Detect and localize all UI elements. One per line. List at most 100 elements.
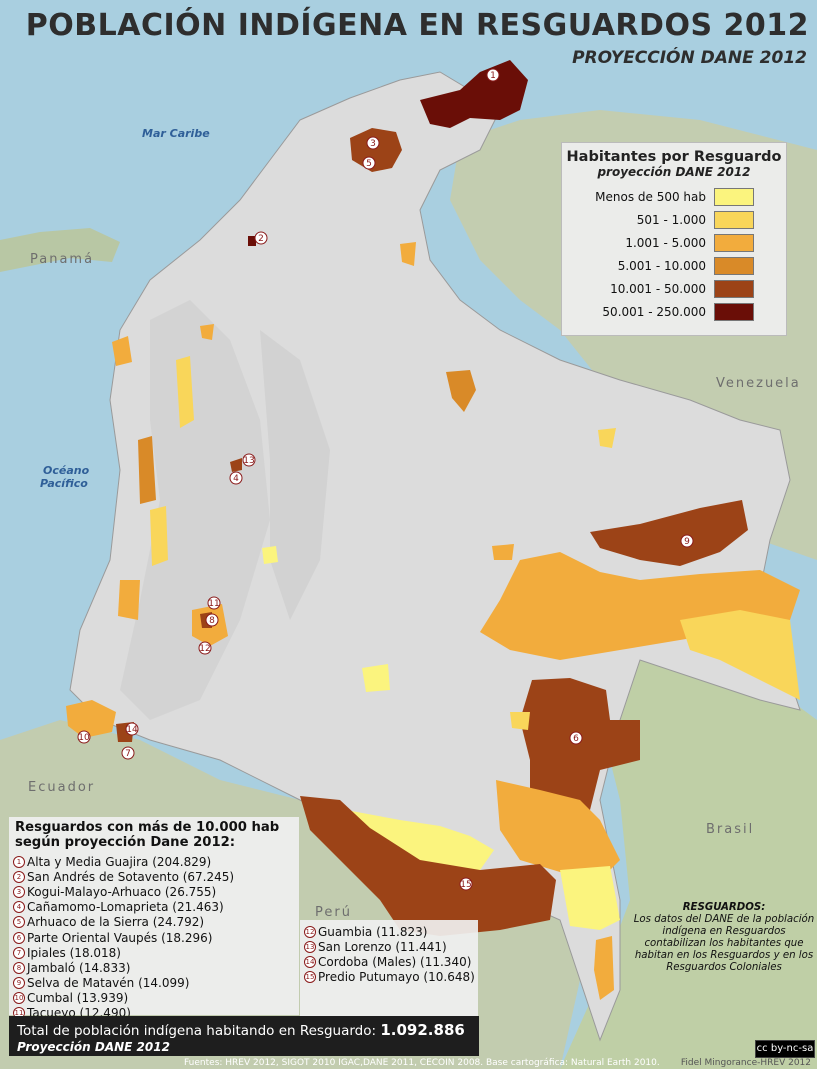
marker-7: 7 <box>121 746 135 760</box>
resguardo-number-badge: 4 <box>13 901 25 914</box>
label-peru: Perú <box>315 905 352 920</box>
resguardos-list-panel: Resguardos con más de 10.000 hab según p… <box>9 817 299 1020</box>
sources-credit: Fuentes: HREV 2012, SIGOT 2010 IGAC,DANE… <box>184 1058 660 1068</box>
resguardo-label: Cumbal (13.939) <box>27 991 129 1006</box>
marker-4: 4 <box>229 471 243 485</box>
map-subtitle: PROYECCIÓN DANE 2012 <box>572 48 807 68</box>
legend-row: 50.001 - 250.000 <box>562 300 786 323</box>
resguardo-label: Guambia (11.823) <box>318 924 428 939</box>
svg-text:9: 9 <box>684 537 690 547</box>
label-brasil: Brasil <box>706 822 755 837</box>
resguardo-label: Parte Oriental Vaupés (18.296) <box>27 930 213 945</box>
marker-8: 8 <box>205 613 219 627</box>
resguardo-number-badge: 5 <box>13 916 25 929</box>
svg-text:1: 1 <box>490 71 496 81</box>
resguardo-guajira <box>420 60 528 128</box>
resguardo-sotavento <box>248 236 256 246</box>
legend-label: 1.001 - 5.000 <box>625 235 706 250</box>
resguardo-cumbal-area <box>66 700 116 738</box>
resguardo-label: Cañamomo-Lomaprieta (21.463) <box>27 900 224 915</box>
label-pacifico: Pacífico <box>40 477 88 490</box>
resguardo-label: Predio Putumayo (10.648) <box>318 970 475 985</box>
label-panama: Panamá <box>30 252 95 267</box>
resguardo-number-badge: 10 <box>13 992 25 1005</box>
marker-14: 14 <box>125 722 139 736</box>
legend-row: 5.001 - 10.000 <box>562 254 786 277</box>
resguardo-polygon <box>446 370 476 412</box>
marker-10: 10 <box>77 730 91 744</box>
svg-text:6: 6 <box>573 734 579 744</box>
resguardo-polygon <box>492 544 514 560</box>
label-mar-caribe: Mar Caribe <box>142 127 210 140</box>
resguardo-polygon <box>176 356 194 428</box>
svg-text:2: 2 <box>258 234 264 244</box>
legend-swatch <box>714 210 754 229</box>
resguardo-number-badge: 3 <box>13 885 25 898</box>
legend-row: Menos de 500 hab <box>562 185 786 208</box>
resguardo-label: Kogui-Malayo-Arhuaco (26.755) <box>27 884 217 899</box>
resguardo-label: Jambaló (14.833) <box>27 960 131 975</box>
resguardo-number-badge: 2 <box>13 870 25 883</box>
total-label: Total de población indígena habitando en… <box>17 1023 377 1039</box>
resguardo-number-badge: 12 <box>304 925 316 938</box>
resguardo-number-badge: 6 <box>13 931 25 944</box>
svg-text:4: 4 <box>233 474 239 484</box>
author-credit: Fidel Mingorance-HREV 2012 <box>680 1058 811 1068</box>
marker-1: 1 <box>486 68 500 82</box>
legend-swatch <box>714 233 754 252</box>
resguardo-mataven <box>590 500 748 566</box>
colombia-land <box>69 71 801 1042</box>
legend-row: 1.001 - 5.000 <box>562 231 786 254</box>
legend-label: 5.001 - 10.000 <box>617 258 706 273</box>
svg-text:8: 8 <box>209 616 215 626</box>
resguardo-polygon <box>150 506 168 566</box>
resguardo-polygon <box>594 936 614 1000</box>
andes-relief-central <box>260 330 330 620</box>
resguardo-polygon <box>560 866 620 930</box>
legend-label: Menos de 500 hab <box>595 189 706 204</box>
label-venezuela: Venezuela <box>716 376 801 391</box>
legend-swatch <box>714 279 754 298</box>
svg-text:5: 5 <box>366 159 372 169</box>
resguardos-note: RESGUARDOS: Los datos del DANE de la pob… <box>632 902 816 974</box>
resguardo-label: Ipiales (18.018) <box>27 945 121 960</box>
resguardo-label: Arhuaco de la Sierra (24.792) <box>27 915 205 930</box>
legend-row: 10.001 - 50.000 <box>562 277 786 300</box>
panama-land <box>0 228 120 272</box>
total-value: 1.092.886 <box>380 1021 465 1039</box>
legend-label: 10.001 - 50.000 <box>610 281 706 296</box>
legend-swatch <box>714 256 754 275</box>
total-banner: Total de población indígena habitando en… <box>9 1016 479 1056</box>
resguardos-list-title: Resguardos con más de 10.000 hab según p… <box>15 820 280 850</box>
resguardo-label: Cordoba (Males) (11.340) <box>318 954 472 969</box>
marker-5: 5 <box>362 156 376 170</box>
marker-3: 3 <box>366 136 380 150</box>
resguardo-vaupes <box>520 678 640 820</box>
marker-9: 9 <box>680 534 694 548</box>
svg-text:3: 3 <box>370 139 376 149</box>
resguardo-label: San Lorenzo (11.441) <box>318 939 447 954</box>
resguardo-polygon <box>680 610 800 700</box>
resguardo-label: Selva de Matavén (14.099) <box>27 976 190 991</box>
label-oceano: Océano <box>43 464 90 477</box>
resguardo-label: San Andrés de Sotavento (67.245) <box>27 869 235 884</box>
andes-relief <box>120 300 270 720</box>
svg-text:13: 13 <box>243 456 254 466</box>
resguardo-putumayo <box>300 796 556 936</box>
resguardo-number-badge: 8 <box>13 961 25 974</box>
resguardo-polygon <box>598 428 616 448</box>
resguardo-number-badge: 14 <box>304 955 316 968</box>
legend-label: 501 - 1.000 <box>636 212 706 227</box>
resguardo-polygon <box>112 336 132 366</box>
svg-text:11: 11 <box>208 599 219 609</box>
